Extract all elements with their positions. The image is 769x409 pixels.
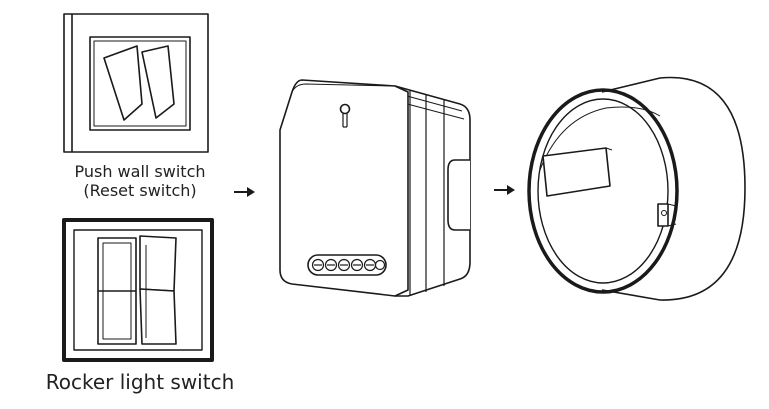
push-wall-switch-icon (63, 13, 209, 153)
arrow-right-icon (494, 185, 515, 195)
push-switch-label-line1: Push wall switch (74, 162, 206, 181)
rocker-light-switch-icon (62, 218, 214, 362)
rocker-switch-label: Rocker light switch (45, 370, 235, 394)
arrow-right-icon (234, 187, 255, 197)
push-switch-label: Push wall switch (Reset switch) (40, 162, 240, 200)
wall-mounting-box-icon (527, 76, 746, 301)
push-switch-label-line2: (Reset switch) (83, 181, 197, 201)
relay-module-icon (279, 79, 471, 297)
